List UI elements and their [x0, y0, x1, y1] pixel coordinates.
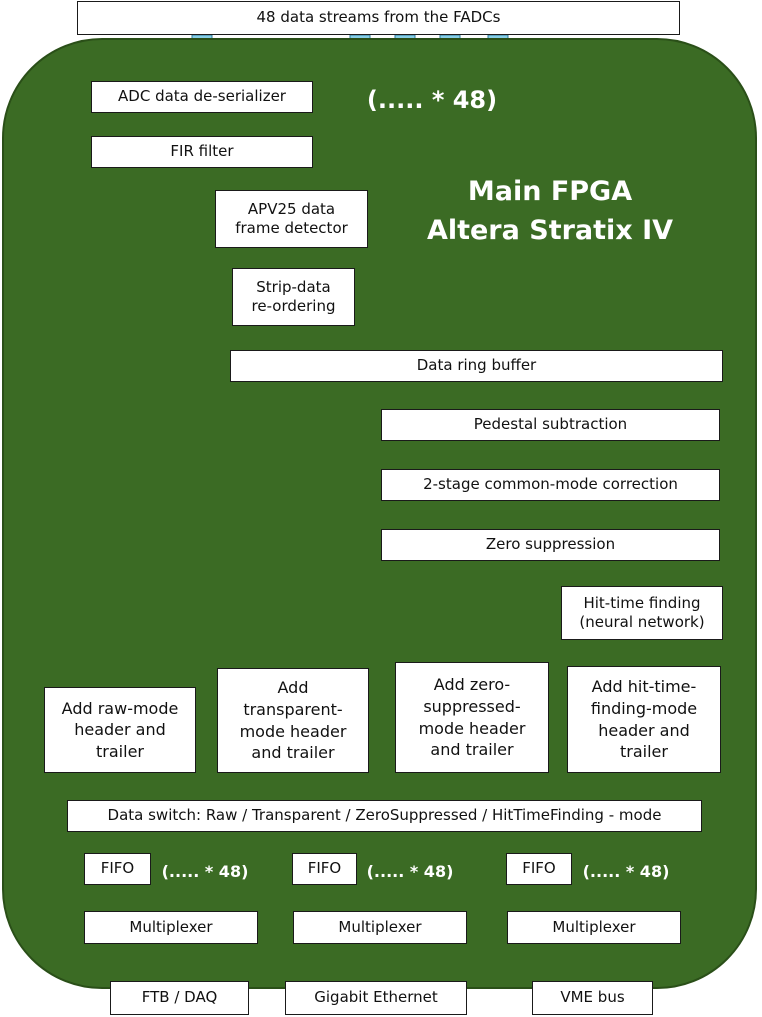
input-streams-box: 48 data streams from the FADCs: [77, 1, 680, 35]
strip-data-reordering-block: Strip-data re-ordering: [232, 268, 355, 326]
apv25-frame-detector-block: APV25 data frame detector: [215, 190, 368, 248]
data-ring-buffer-block: Data ring buffer: [230, 350, 723, 382]
fifo-block-3: FIFO: [506, 853, 572, 885]
multiplexer-block-3: Multiplexer: [507, 911, 681, 944]
fifo-block-2: FIFO: [292, 853, 357, 885]
fpga-title: Main FPGA Altera Stratix IV: [426, 176, 674, 247]
multiplexer-block-2: Multiplexer: [293, 911, 467, 944]
multiplexer-block-1: Multiplexer: [84, 911, 258, 944]
data-switch-block: Data switch: Raw / Transparent / ZeroSup…: [67, 800, 702, 832]
common-mode-correction-block: 2-stage common-mode correction: [381, 469, 720, 501]
hit-time-finding-block: Hit-time finding (neural network): [561, 586, 723, 640]
fifo-repeat-label-1: (..... * 48): [161, 862, 249, 881]
output-vme-bus: VME bus: [532, 981, 653, 1015]
zero-suppression-block: Zero suppression: [381, 529, 720, 561]
fifo-repeat-label-2: (..... * 48): [366, 862, 454, 881]
zero-suppressed-mode-header-block: Add zero- suppressed- mode header and tr…: [395, 662, 549, 773]
hit-time-finding-mode-header-block: Add hit-time- finding-mode header and tr…: [567, 666, 721, 773]
fifo-block-1: FIFO: [84, 853, 151, 885]
output-ftb-daq: FTB / DAQ: [110, 981, 249, 1015]
fifo-repeat-label-3: (..... * 48): [582, 862, 670, 881]
input-repeat-label: (..... * 48): [366, 86, 498, 114]
transparent-mode-header-block: Add transparent- mode header and trailer: [217, 668, 369, 773]
fir-filter-block: FIR filter: [91, 136, 313, 168]
pedestal-subtraction-block: Pedestal subtraction: [381, 409, 720, 441]
output-gigabit-ethernet: Gigabit Ethernet: [285, 981, 467, 1015]
raw-mode-header-block: Add raw-mode header and trailer: [44, 687, 196, 773]
adc-deserializer-block: ADC data de-serializer: [91, 81, 313, 113]
